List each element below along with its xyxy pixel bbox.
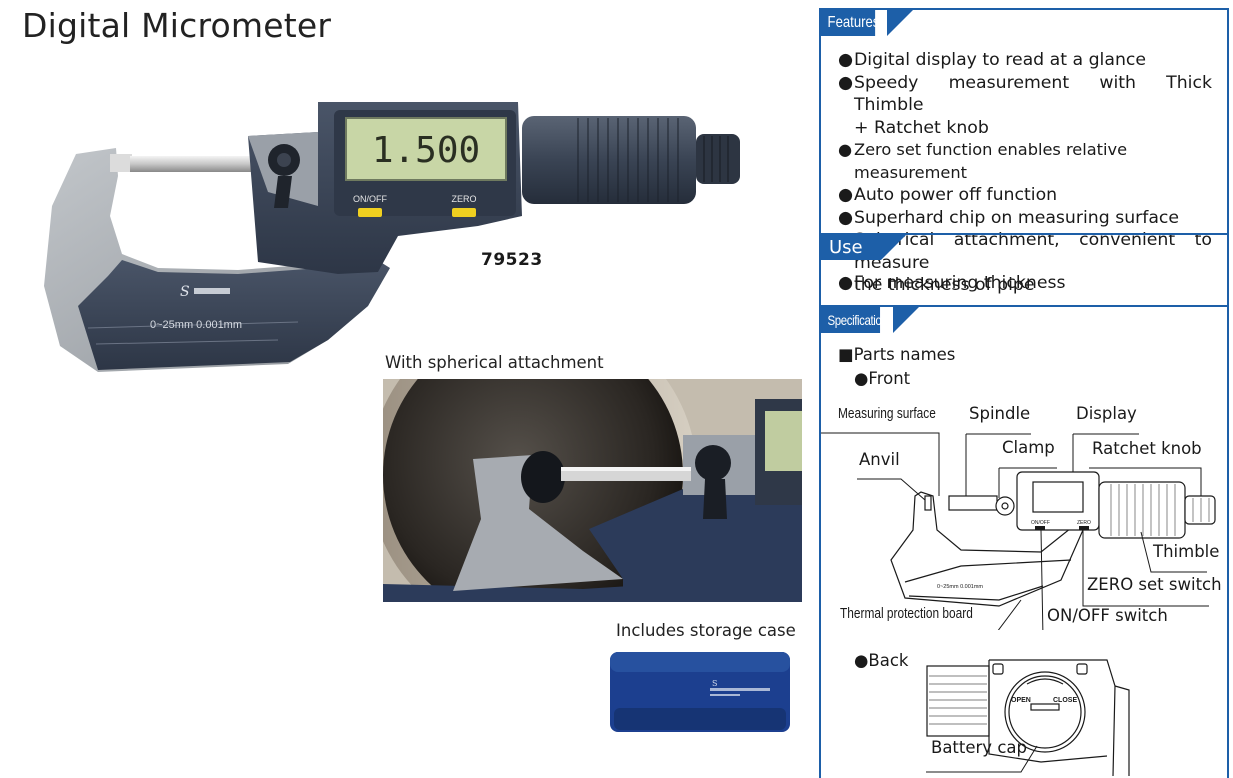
case-caption: Includes storage case xyxy=(616,621,796,640)
list-item: the thickness of pipe xyxy=(854,275,1035,295)
diagram-range-mark: 0~25mm 0.001mm xyxy=(937,584,983,590)
back-diagram: OPEN CLOSE xyxy=(926,659,1130,776)
front-heading: ●Front xyxy=(854,369,911,388)
label-thermal-protection-board: Thermal protection board xyxy=(840,606,973,622)
label-onoff-switch: ON/OFF switch xyxy=(1047,606,1168,625)
info-panel: Features ●Digital display to read at a g… xyxy=(819,8,1229,778)
range-text: 0~25mm 0.001mm xyxy=(150,319,242,331)
svg-text:S: S xyxy=(712,679,717,688)
specifications-heading: Specifications xyxy=(821,307,1227,333)
label-zero-set-switch: ZERO set switch xyxy=(1087,575,1222,594)
list-item: ●Digital display to read at a glance xyxy=(838,50,1147,70)
close-mark: CLOSE xyxy=(1053,697,1077,704)
page-title: Digital Micrometer xyxy=(22,6,332,45)
use-list: ●For measuring thickness xyxy=(838,272,1212,295)
back-heading: ●Back xyxy=(854,651,909,670)
list-item: ●Auto power off function xyxy=(838,185,1058,205)
list-item: ●For measuring thickness xyxy=(838,273,1066,293)
front-diagram: ON/OFF ZERO 0~25mm 0.001mm xyxy=(821,432,1216,630)
features-heading: Features xyxy=(821,10,1227,36)
diagram-zero-mark: ZERO xyxy=(1077,520,1091,526)
label-display: Display xyxy=(1076,404,1137,423)
open-mark: OPEN xyxy=(1011,697,1031,704)
use-heading: Use xyxy=(821,234,1227,260)
label-thimble: Thimble xyxy=(1153,542,1220,561)
label-measuring-surface: Measuring surface xyxy=(838,406,936,422)
label-anvil: Anvil xyxy=(859,450,900,469)
list-item: ●Speedy measurement with Thick Thimble xyxy=(838,72,1212,116)
list-item: ●Superhard chip on measuring surface xyxy=(838,207,1180,228)
diagram-onoff-mark: ON/OFF xyxy=(1031,520,1050,526)
lcd-reading: 1.500 xyxy=(372,130,480,171)
zero-button-label: ZERO xyxy=(451,194,476,204)
label-battery-cap: Battery cap xyxy=(931,738,1027,757)
spherical-caption: With spherical attachment xyxy=(385,353,604,372)
label-clamp: Clamp xyxy=(1002,438,1055,457)
list-item: ●Zero set function enables relative meas… xyxy=(838,140,1128,182)
onoff-button-label: ON/OFF xyxy=(353,194,387,204)
features-list: ●Digital display to read at a glance ●Sp… xyxy=(838,49,1212,297)
label-ratchet-knob: Ratchet knob xyxy=(1092,439,1202,458)
label-spindle: Spindle xyxy=(969,404,1031,423)
storage-case-photo: S xyxy=(610,652,790,732)
spherical-attachment-photo xyxy=(383,379,802,602)
micrometer-photo: 1.500 ON/OFF ZERO S 0~25mm 0.001mm xyxy=(44,102,740,372)
svg-text:S: S xyxy=(180,284,190,300)
list-item: + Ratchet knob xyxy=(854,117,989,138)
parts-names-heading: ■Parts names xyxy=(838,345,956,364)
model-number: 79523 xyxy=(481,250,543,270)
